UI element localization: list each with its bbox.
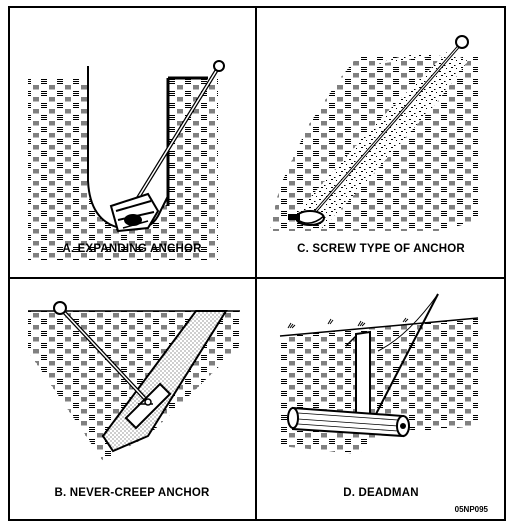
rod-eye	[53, 301, 67, 315]
panel-d-deadman: D. DEADMAN	[279, 293, 479, 499]
panel-b-never-creep-anchor: B. NEVER-CREEP ANCHOR	[28, 301, 240, 499]
caption-a: A. EXPANDING ANCHOR	[62, 243, 202, 255]
deadman-log	[287, 406, 410, 438]
panel-a-expanding-anchor: A. EXPANDING ANCHOR	[28, 60, 225, 261]
ground-surface	[279, 317, 479, 337]
figure-frame: A. EXPANDING ANCHOR C. SCREW TYPE OF ANC…	[8, 6, 506, 521]
expanding-anchor-head	[109, 192, 160, 233]
panel-c-screw-anchor: C. SCREW TYPE OF ANCHOR	[270, 35, 478, 255]
figure-id: 05NP095	[455, 505, 489, 514]
caption-d: D. DEADMAN	[343, 487, 418, 499]
guy-rod	[375, 293, 439, 415]
rod-eye	[455, 35, 469, 49]
earth-fill	[28, 78, 218, 261]
anchor-types-diagram: A. EXPANDING ANCHOR C. SCREW TYPE OF ANC…	[8, 6, 506, 521]
rod-eye	[213, 60, 225, 72]
screw-helix	[288, 210, 325, 226]
caption-b: B. NEVER-CREEP ANCHOR	[55, 487, 210, 499]
anchor-plate	[124, 382, 172, 430]
caption-c: C. SCREW TYPE OF ANCHOR	[297, 243, 465, 255]
